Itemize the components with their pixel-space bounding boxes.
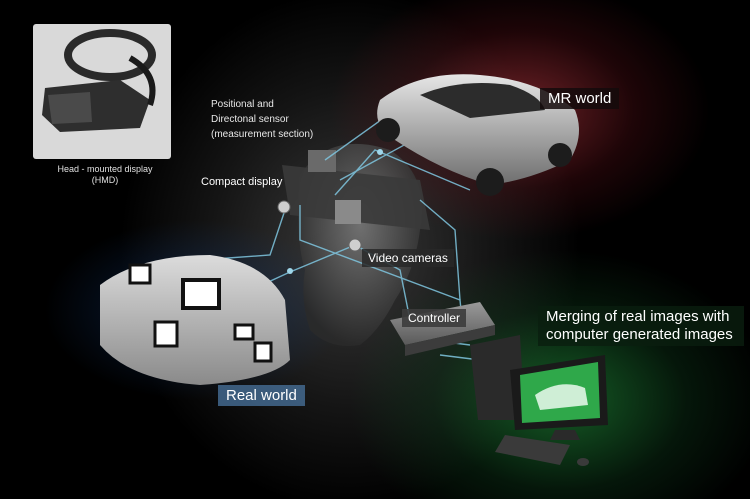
- real-world-label: Real world: [218, 385, 305, 406]
- sensor-label: Positional and Directonal sensor (measur…: [211, 97, 313, 142]
- video-cameras-label: Video cameras: [362, 249, 454, 267]
- keyboard-icon: [495, 435, 570, 465]
- real-object-icon: [100, 255, 290, 385]
- sensor-label-line1: Positional and: [211, 99, 274, 110]
- merging-label: Merging of real images with computer gen…: [538, 306, 744, 346]
- mouse-icon: [577, 458, 589, 466]
- hmd-caption-line2: (HMD): [91, 175, 119, 185]
- controller-label: Controller: [402, 309, 467, 327]
- sensor-label-line3: (measurement section): [211, 129, 314, 140]
- compact-display-label: Compact display: [201, 176, 283, 188]
- computer-monitor-icon: [470, 335, 608, 440]
- car-model-icon: [376, 74, 579, 196]
- mr-world-label: MR world: [540, 88, 620, 109]
- hmd-photo-icon: [42, 29, 156, 132]
- hmd-caption: Head - mounted display (HMD): [55, 164, 155, 186]
- hmd-caption-line1: Head - mounted display: [57, 164, 153, 174]
- sensor-label-line2: Directonal sensor: [211, 114, 289, 125]
